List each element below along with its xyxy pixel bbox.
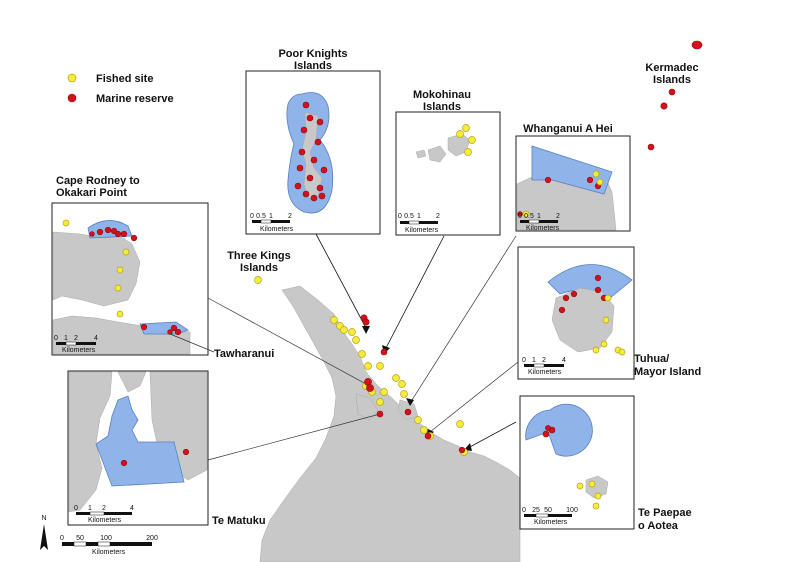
north-arrow: N <box>40 515 48 550</box>
cape-rodney-title-line2: Okakari Point <box>56 187 127 199</box>
scalebar-whanganui: 0 0.5 1 2 Kilometers <box>518 213 560 232</box>
scalebar-main: 0 50 100 200 Kilometers <box>60 535 158 556</box>
svg-text:0.5: 0.5 <box>524 213 534 220</box>
svg-text:0: 0 <box>60 535 64 542</box>
three-kings-group: Three Kings Islands <box>227 250 291 284</box>
svg-text:1: 1 <box>532 357 536 364</box>
svg-text:1: 1 <box>64 335 68 342</box>
inset-te-paepae-o-aotea: 0 25 50 100 Kilometers Te Paepae o Aotea <box>519 395 692 532</box>
svg-text:Kilometers: Kilometers <box>528 369 562 376</box>
svg-text:100: 100 <box>566 507 578 514</box>
tawharanui-label: Tawharanui <box>214 348 274 360</box>
svg-text:0: 0 <box>398 213 402 220</box>
svg-text:0: 0 <box>250 213 254 220</box>
kermadec-title-line2: Islands <box>653 74 691 86</box>
svg-text:4: 4 <box>130 505 134 512</box>
svg-text:2: 2 <box>74 335 78 342</box>
legend-fished-marker <box>67 73 77 83</box>
poor-knights-title-line2: Islands <box>294 60 332 72</box>
svg-text:200: 200 <box>146 535 158 542</box>
svg-text:2: 2 <box>542 357 546 364</box>
svg-text:Kilometers: Kilometers <box>526 225 560 232</box>
svg-text:0: 0 <box>522 357 526 364</box>
whanganui-title: Whanganui A Hei <box>523 123 613 135</box>
legend-fished-label: Fished site <box>96 73 153 85</box>
whanganui-sites <box>517 170 604 218</box>
svg-text:4: 4 <box>94 335 98 342</box>
svg-text:Kilometers: Kilometers <box>260 226 294 233</box>
scalebar-te-matuku: 0 1 2 4 Kilometers <box>74 505 134 524</box>
cape-rodney-title-line1: Cape Rodney to <box>56 175 140 187</box>
svg-text:50: 50 <box>76 535 84 542</box>
svg-text:0: 0 <box>518 213 522 220</box>
svg-text:Kilometers: Kilometers <box>534 519 568 526</box>
te-matuku-label: Te Matuku <box>212 515 266 527</box>
mokohinau-title-line1: Mokohinau <box>413 89 471 101</box>
inset-mokohinau: Mokohinau Islands 0 0.5 1 2 Kilometers <box>395 89 501 236</box>
cape-rodney-sites <box>62 219 182 336</box>
tuhua-sites <box>558 274 626 356</box>
svg-text:Kilometers: Kilometers <box>405 227 439 234</box>
svg-text:1: 1 <box>537 213 541 220</box>
mokohinau-fished-sites <box>456 124 476 156</box>
legend: Fished site Marine reserve <box>67 73 174 105</box>
mokohinau-title-line2: Islands <box>423 101 461 113</box>
svg-text:Kilometers: Kilometers <box>62 347 96 354</box>
north-island-landmass <box>259 285 521 562</box>
svg-text:25: 25 <box>532 507 540 514</box>
te-matuku-sites <box>120 448 190 467</box>
svg-text:Kilometers: Kilometers <box>88 517 122 524</box>
scalebar-tuhua: 0 1 2 4 Kilometers <box>522 357 566 376</box>
inset-whanganui-a-hei: Whanganui A Hei 0 0.5 1 2 Kilometers <box>515 123 631 232</box>
legend-reserve-marker <box>67 93 77 103</box>
poor-knights-reserve-sites <box>294 101 328 202</box>
kermadec-title-line1: Kermadec <box>645 62 698 74</box>
three-kings-title-line2: Islands <box>240 262 278 274</box>
main-map-reserve-sites <box>360 314 466 454</box>
scalebar-te-paepae: 0 25 50 100 Kilometers <box>522 507 578 526</box>
legend-reserve-label: Marine reserve <box>96 93 174 105</box>
te-paepae-title-line2: o Aotea <box>638 520 679 532</box>
svg-text:Kilometers: Kilometers <box>92 549 126 556</box>
tuhua-title-line2: Mayor Island <box>634 366 701 378</box>
te-paepae-sites <box>542 425 602 510</box>
svg-text:1: 1 <box>88 505 92 512</box>
svg-text:N: N <box>41 515 46 522</box>
svg-text:0.5: 0.5 <box>404 213 414 220</box>
three-kings-title-line1: Three Kings <box>227 250 291 262</box>
svg-text:1: 1 <box>417 213 421 220</box>
kermadec-group: Kermadec Islands <box>645 40 703 151</box>
inset-cape-rodney: Cape Rodney to Okakari Point 0 1 2 4 Kil… <box>51 175 209 356</box>
svg-text:2: 2 <box>436 213 440 220</box>
svg-text:100: 100 <box>100 535 112 542</box>
svg-text:2: 2 <box>102 505 106 512</box>
svg-text:4: 4 <box>562 357 566 364</box>
svg-text:0.5: 0.5 <box>256 213 266 220</box>
svg-text:50: 50 <box>544 507 552 514</box>
te-paepae-title-line1: Te Paepae <box>638 507 692 519</box>
svg-text:2: 2 <box>556 213 560 220</box>
svg-text:0: 0 <box>54 335 58 342</box>
scalebar-mokohinau: 0 0.5 1 2 Kilometers <box>398 213 440 234</box>
scalebar-poor-knights: 0 0.5 1 2 Kilometers <box>250 213 294 233</box>
inset-te-matuku: 0 1 2 4 Kilometers Te Matuku <box>67 370 266 527</box>
scalebar-cape-rodney: 0 1 2 4 Kilometers <box>54 335 98 354</box>
poor-knights-title-line1: Poor Knights <box>278 48 347 60</box>
tuhua-title-line1: Tuhua/ <box>634 353 669 365</box>
svg-text:0: 0 <box>522 507 526 514</box>
svg-text:0: 0 <box>74 505 78 512</box>
svg-text:2: 2 <box>288 213 292 220</box>
inset-tuhua: Tuhua/ Mayor Island 0 1 2 4 Kilometers <box>517 246 701 380</box>
inset-poor-knights: Poor Knights Islands 0 0.5 1 2 Kilometer… <box>245 48 381 235</box>
svg-text:1: 1 <box>269 213 273 220</box>
